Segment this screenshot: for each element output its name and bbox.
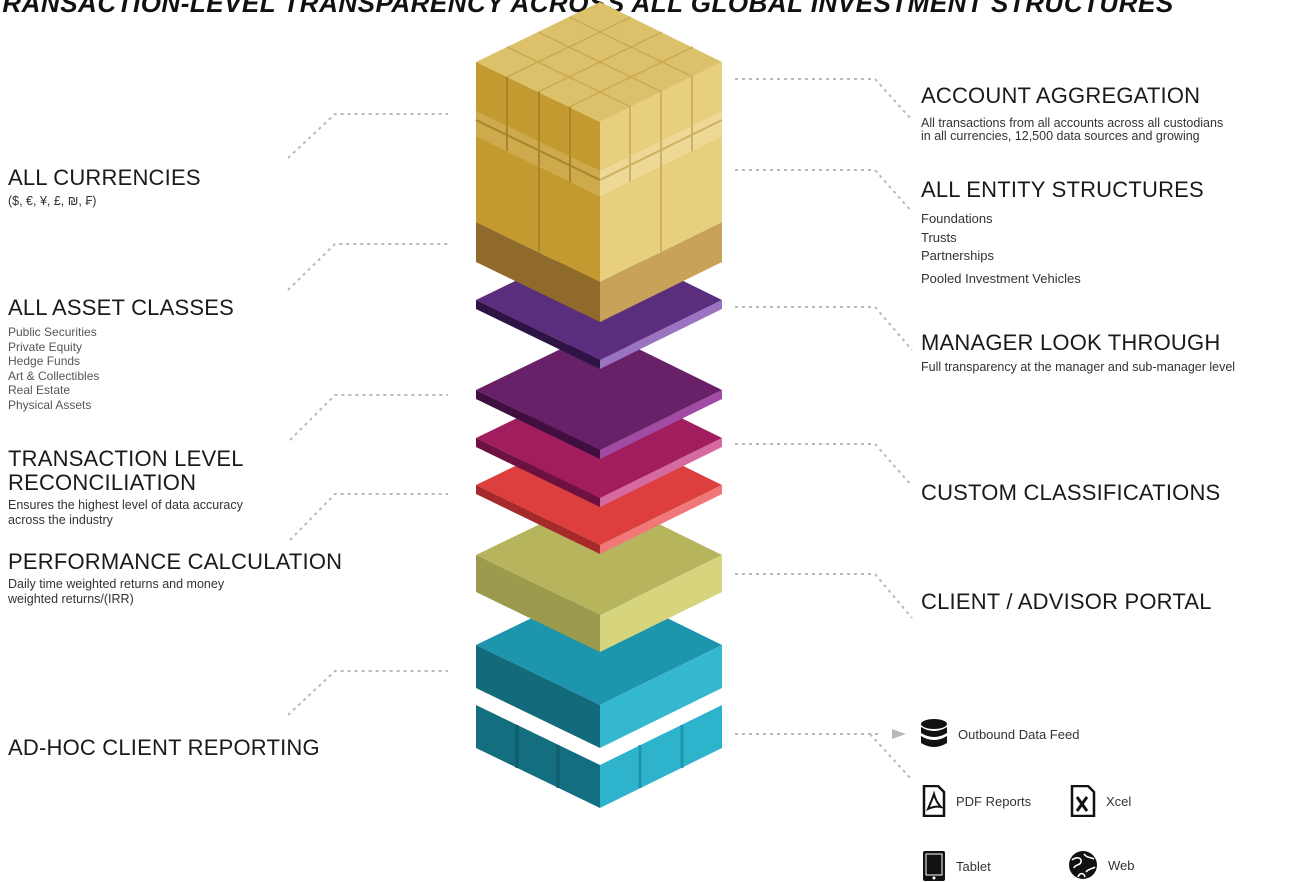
asset-class-item: Real Estate (8, 383, 71, 397)
label-manager-look-through: MANAGER LOOK THROUGH Full transparency a… (921, 331, 1235, 375)
manager-look-through-sub: Full transparency at the manager and sub… (921, 360, 1236, 374)
asset-class-item: Art & Collectibles (8, 368, 100, 383)
connector-aggregation (735, 78, 913, 121)
entity-item: Trusts (921, 229, 957, 245)
performance-sub-2: weighted returns/(IRR) (8, 592, 134, 606)
reconciliation-sub-2: across the industry (8, 513, 113, 527)
connector-portal (735, 573, 913, 619)
output-tablet: Tablet (922, 850, 991, 882)
label-account-aggregation: ACCOUNT AGGREGATION All transactions fro… (921, 84, 1223, 142)
pdf-reports-label: PDF Reports (956, 793, 1032, 809)
tablet-icon (923, 851, 945, 881)
connector-asset-classes (287, 243, 448, 291)
all-currencies-heading: ALL CURRENCIES (8, 165, 201, 190)
account-aggregation-sub-2: in all currencies, 12,500 data sources a… (921, 128, 1200, 143)
asset-class-item: Private Equity (8, 339, 83, 354)
reconciliation-sub-1: Ensures the highest level of data accura… (8, 498, 243, 512)
globe-icon (1069, 851, 1097, 879)
entity-item: Partnerships (921, 248, 994, 263)
label-custom-classifications: CUSTOM CLASSIFICATIONS (921, 481, 1220, 505)
layer-plum (476, 330, 722, 459)
connector-manager (735, 306, 913, 351)
label-all-entity-structures: ALL ENTITY STRUCTURES Foundations Trusts… (921, 178, 1204, 288)
custom-classifications-heading: CUSTOM CLASSIFICATIONS (921, 480, 1221, 505)
entity-structures-heading: ALL ENTITY STRUCTURES (921, 177, 1204, 202)
asset-class-item: Physical Assets (8, 397, 92, 412)
connector-reconciliation (289, 394, 448, 441)
asset-class-item: Public Securities (8, 325, 97, 339)
entity-item: Foundations (921, 211, 993, 226)
connector-reporting (287, 670, 448, 716)
layer-portal (476, 495, 722, 652)
label-all-asset-classes: ALL ASSET CLASSES Public Securities Priv… (8, 296, 234, 412)
performance-sub-1: Daily time weighted returns and money (8, 577, 225, 591)
client-advisor-portal-heading: CLIENT / ADVISOR PORTAL (921, 589, 1212, 614)
connector-reports (869, 733, 913, 781)
label-adhoc-reporting: AD-HOC CLIENT REPORTING (8, 736, 320, 760)
excel-icon (1070, 785, 1096, 817)
outbound-data-feed-label: Outbound Data Feed (958, 726, 1080, 742)
xcel-label: Xcel (1106, 793, 1132, 809)
account-aggregation-heading: ACCOUNT AGGREGATION (921, 83, 1201, 108)
connector-classifications (735, 443, 913, 487)
account-aggregation-sub-1: All transactions from all accounts acros… (921, 116, 1224, 130)
database-icon (921, 719, 947, 747)
connector-lines (287, 78, 913, 781)
entity-structures-list: Foundations Trusts Partnerships Pooled I… (921, 210, 1204, 288)
output-pdf-reports: PDF Reports (922, 785, 1031, 817)
output-web: Web (1068, 850, 1135, 880)
pdf-icon (922, 785, 946, 817)
label-all-currencies: ALL CURRENCIES ($, €, ¥, £, ₪, ₣) (8, 166, 201, 209)
entity-item: Pooled Investment Vehicles (921, 270, 1081, 286)
all-currencies-sub: ($, €, ¥, £, ₪, ₣) (8, 194, 97, 208)
performance-heading: PERFORMANCE CALCULATION (8, 549, 343, 574)
all-asset-classes-heading: ALL ASSET CLASSES (8, 295, 234, 320)
label-performance-calculation: PERFORMANCE CALCULATION Daily time weigh… (8, 550, 342, 607)
output-xcel: Xcel (1070, 785, 1131, 817)
connector-currencies (287, 113, 448, 159)
connector-entities (735, 169, 913, 213)
tablet-label: Tablet (956, 858, 991, 874)
output-outbound-data-feed: Outbound Data Feed (920, 718, 1079, 750)
reconciliation-heading-2: RECONCILIATION (8, 470, 197, 495)
adhoc-reporting-heading: AD-HOC CLIENT REPORTING (8, 735, 320, 760)
label-client-advisor-portal: CLIENT / ADVISOR PORTAL (921, 590, 1212, 614)
asset-classes-list: Public Securities Private Equity Hedge F… (8, 325, 234, 412)
reconciliation-heading-1: TRANSACTION LEVEL (8, 446, 244, 471)
web-label: Web (1108, 857, 1135, 873)
asset-class-item: Hedge Funds (8, 354, 81, 368)
manager-look-through-heading: MANAGER LOOK THROUGH (921, 330, 1221, 355)
layer-entities (476, 222, 722, 322)
gold-cube (475, 2, 723, 282)
connector-performance (289, 493, 448, 541)
arrow-head-icon (892, 729, 906, 739)
label-transaction-reconciliation: TRANSACTION LEVEL RECONCILIATION Ensures… (8, 447, 244, 528)
